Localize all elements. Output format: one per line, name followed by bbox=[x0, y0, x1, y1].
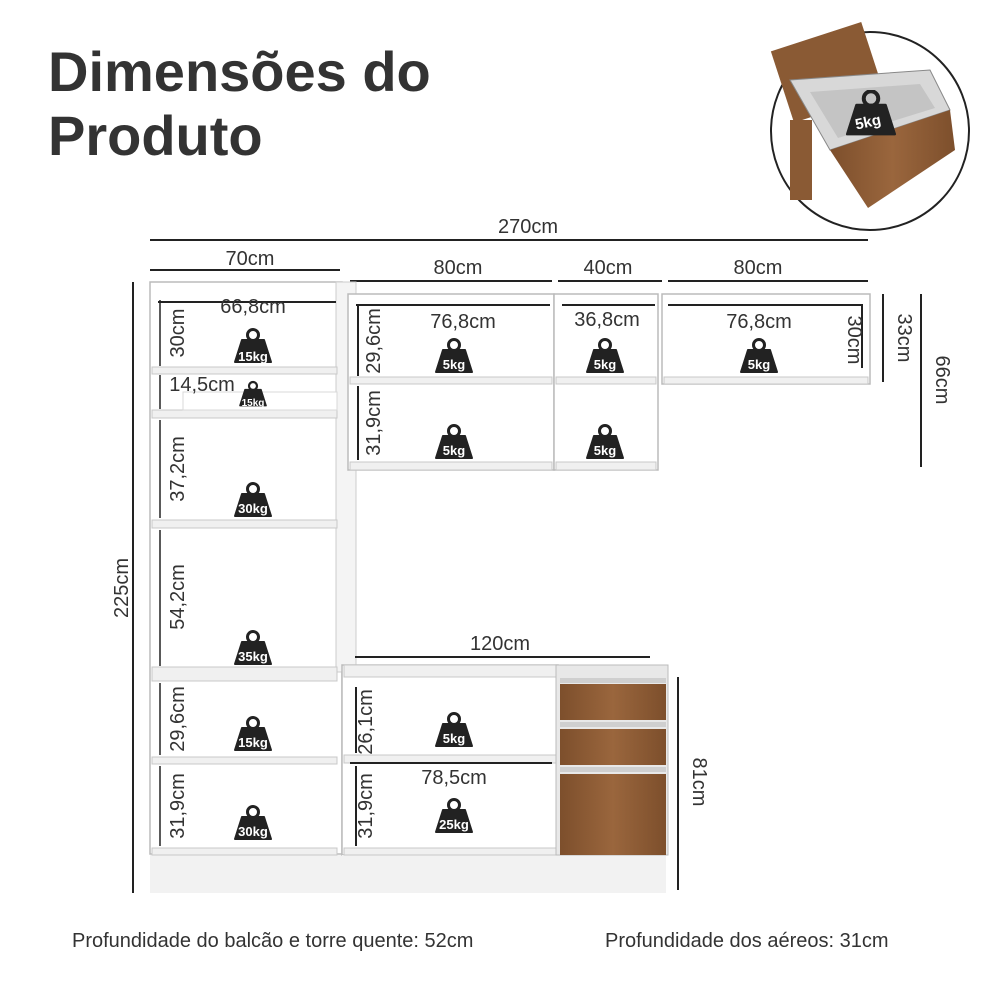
weight-aereo-mid-bottom: 5kg bbox=[594, 443, 616, 458]
dim-balcao-lower-h: 31,9cm bbox=[355, 773, 377, 839]
weight-tower-small: 15kg bbox=[242, 398, 265, 409]
dim-aereo-mid-width: 40cm bbox=[584, 257, 633, 279]
dim-tower-inner-width: 66,8cm bbox=[220, 296, 286, 318]
weight-icon: 5kg bbox=[434, 423, 474, 460]
weight-icon: 15kg bbox=[238, 380, 268, 409]
dim-balcao-upper-h: 26,1cm bbox=[355, 689, 377, 755]
dim-tower-large-h: 54,2cm bbox=[167, 564, 189, 630]
page-title: Dimensões do Produto bbox=[48, 40, 431, 168]
weight-tower-low1: 15kg bbox=[238, 735, 268, 750]
dim-aereo-left-width: 80cm bbox=[434, 257, 483, 279]
dim-total-width: 270cm bbox=[498, 216, 558, 238]
weight-aereo-right: 5kg bbox=[748, 357, 770, 372]
weight-icon: 15kg bbox=[233, 327, 273, 364]
weight-icon: 5kg bbox=[585, 423, 625, 460]
weight-balcao-top: 5kg bbox=[443, 731, 465, 746]
drawer-icon: 5kg bbox=[770, 21, 970, 231]
weight-icon: 5kg bbox=[434, 711, 474, 748]
balcao-drawers bbox=[555, 664, 669, 856]
weight-tower-low2: 30kg bbox=[238, 824, 268, 839]
dim-aereo-upper-h: 29,6cm bbox=[363, 308, 385, 374]
weight-aereo-mid-top: 5kg bbox=[594, 357, 616, 372]
dim-aereo-total-h: 66cm bbox=[931, 356, 953, 405]
dim-aereo-right-width: 80cm bbox=[734, 257, 783, 279]
balcao-cabinet bbox=[341, 664, 666, 893]
dim-aereo-right-h: 33cm bbox=[893, 314, 915, 363]
tower-cabinet bbox=[149, 281, 357, 893]
weight-icon: 5kg bbox=[739, 337, 779, 374]
dim-aereo-lower-h: 31,9cm bbox=[363, 390, 385, 456]
footer-aereo-depth: Profundidade dos aéreos: 31cm bbox=[605, 930, 889, 952]
weight-icon: 25kg bbox=[434, 797, 474, 834]
weight-icon: 30kg bbox=[233, 481, 273, 518]
weight-icon: 5kg bbox=[585, 337, 625, 374]
weight-icon: 30kg bbox=[233, 804, 273, 841]
drawer-weight-label: 5kg bbox=[854, 111, 883, 133]
title-line-1: Dimensões do bbox=[48, 40, 431, 103]
weight-tower-top: 15kg bbox=[238, 349, 268, 364]
dim-balcao-h: 81cm bbox=[688, 758, 710, 807]
weight-balcao-bottom: 25kg bbox=[439, 817, 469, 832]
dim-tower-low1-h: 29,6cm bbox=[167, 686, 189, 752]
title-line-2: Produto bbox=[48, 104, 263, 167]
dim-aereo-left-inner: 76,8cm bbox=[430, 311, 496, 333]
dim-total-height: 225cm bbox=[111, 558, 133, 618]
dim-aereo-mid-inner: 36,8cm bbox=[574, 309, 640, 331]
weight-icon: 15kg bbox=[233, 715, 273, 752]
footer-balcao-depth: Profundidade do balcão e torre quente: 5… bbox=[72, 930, 474, 952]
dim-balcao-width: 120cm bbox=[470, 633, 530, 655]
weight-icon: 5kg bbox=[434, 337, 474, 374]
weight-icon: 35kg bbox=[233, 629, 273, 666]
dim-aereo-right-inner-h: 30cm bbox=[843, 316, 865, 365]
dim-tower-mid-h: 37,2cm bbox=[167, 436, 189, 502]
dim-tower-small-h: 14,5cm bbox=[169, 374, 235, 396]
weight-aereo-left-bottom: 5kg bbox=[443, 443, 465, 458]
dim-tower-top-h: 30cm bbox=[167, 309, 189, 358]
dim-aereo-right-inner: 76,8cm bbox=[726, 311, 792, 333]
weight-aereo-left-top: 5kg bbox=[443, 357, 465, 372]
drawer-weight-icon: 5kg bbox=[847, 91, 894, 134]
aereo-mid-cabinet bbox=[553, 293, 659, 471]
dim-tower-width: 70cm bbox=[226, 248, 275, 270]
dim-balcao-inner-width: 78,5cm bbox=[421, 767, 487, 789]
weight-tower-mid: 30kg bbox=[238, 501, 268, 516]
weight-tower-large: 35kg bbox=[238, 649, 268, 664]
dim-tower-low2-h: 31,9cm bbox=[167, 773, 189, 839]
